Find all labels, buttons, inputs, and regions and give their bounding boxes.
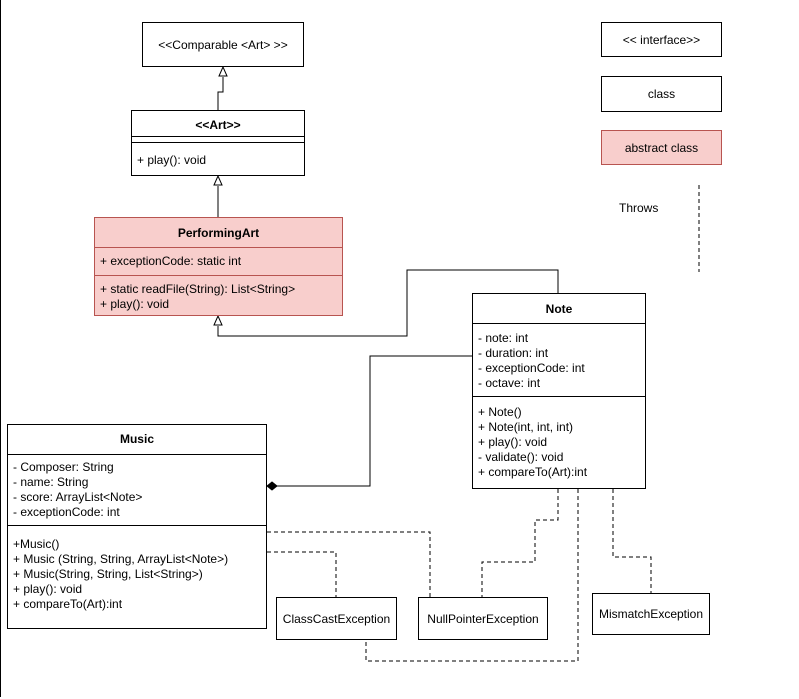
legend-class: class — [601, 76, 722, 112]
legend-throws-label: Throws — [619, 201, 659, 215]
music-class-name: Music — [119, 432, 154, 446]
performingart-fields-section: + exceptionCode: static int — [95, 247, 342, 269]
note-class[interactable]: Note - note: int - duration: int - excep… — [472, 293, 646, 489]
classcast-exception[interactable]: ClassCastException — [276, 597, 397, 640]
art-methods-section: + play(): void — [132, 142, 304, 168]
comparable-interface[interactable]: <<Comparable <Art> >> — [142, 22, 304, 67]
music-field: - Composer: String — [13, 460, 114, 474]
comparable-interface-label: <<Comparable <Art> >> — [158, 37, 288, 52]
note-field: - exceptionCode: int — [478, 361, 585, 375]
legend-abstract-class-label: abstract class — [624, 140, 699, 155]
note-method: + play(): void — [478, 435, 548, 449]
legend-interface: << interface>> — [601, 22, 722, 57]
music-methods-section: +Music() + Music (String, String, ArrayL… — [8, 525, 266, 612]
note-field: - octave: int — [478, 376, 541, 390]
performingart-methods-section: + static readFile(String): List<String> … — [95, 275, 342, 312]
art-class[interactable]: <<Art>> + play(): void — [131, 110, 305, 176]
note-method: + Note() — [478, 405, 522, 419]
throws-music-nullpointer — [267, 531, 431, 597]
music-method: + Music (String, String, ArrayList<Note>… — [13, 552, 229, 566]
performingart-field: + exceptionCode: static int — [100, 254, 242, 268]
legend-class-label: class — [647, 87, 676, 101]
art-method: + play(): void — [137, 153, 207, 167]
art-fields-section — [132, 136, 304, 142]
composition-diamond — [266, 481, 278, 491]
arrowhead-performingart — [213, 314, 223, 326]
throws-note-mismatch — [612, 489, 652, 593]
mismatch-exception-label: MismatchException — [598, 607, 704, 621]
music-field: - name: String — [13, 475, 89, 489]
edge-music-composes-note — [276, 355, 472, 487]
performingart-method: + play(): void — [100, 297, 170, 311]
nullpointer-exception-label: NullPointerException — [427, 611, 539, 626]
arrowhead-art — [213, 174, 223, 186]
note-fields-section: - note: int - duration: int - exceptionC… — [473, 323, 645, 391]
note-method: - validate(): void — [478, 450, 564, 464]
music-field: - exceptionCode: int — [13, 505, 120, 519]
note-class-name: Note — [545, 302, 573, 316]
music-method: +Music() — [13, 537, 60, 551]
classcast-exception-label: ClassCastException — [282, 611, 391, 626]
note-field: - note: int — [478, 331, 529, 345]
music-class[interactable]: Music - Composer: String - name: String … — [7, 424, 267, 629]
music-field: - score: ArrayList<Note> — [13, 490, 143, 504]
mismatch-exception[interactable]: MismatchException — [592, 593, 710, 635]
performingart-class[interactable]: PerformingArt + exceptionCode: static in… — [94, 217, 343, 316]
note-method: + Note(int, int, int) — [478, 420, 574, 434]
art-class-name: <<Art>> — [195, 118, 241, 132]
performingart-class-name: PerformingArt — [177, 226, 260, 240]
throws-music-classcast — [267, 551, 337, 597]
legend-abstract-class: abstract class — [601, 130, 722, 165]
note-field: - duration: int — [478, 346, 549, 360]
music-method: + play(): void — [13, 582, 83, 596]
legend-interface-label: << interface>> — [622, 32, 701, 47]
nullpointer-exception[interactable]: NullPointerException — [418, 597, 548, 640]
throws-note-classcast — [365, 489, 579, 662]
edge-art-implements-comparable — [217, 77, 224, 110]
arrowhead-comparable — [218, 65, 228, 77]
music-fields-section: - Composer: String - name: String - scor… — [8, 454, 266, 520]
music-method: + Music(String, String, List<String>) — [13, 567, 203, 581]
note-method: + compareTo(Art):int — [478, 465, 588, 479]
edge-note-extends-performingart — [217, 269, 559, 337]
music-method: + compareTo(Art):int — [13, 597, 123, 611]
throws-note-nullpointer — [481, 489, 559, 597]
performingart-method: + static readFile(String): List<String> — [100, 282, 296, 296]
note-methods-section: + Note() + Note(int, int, int) + play():… — [473, 396, 645, 480]
